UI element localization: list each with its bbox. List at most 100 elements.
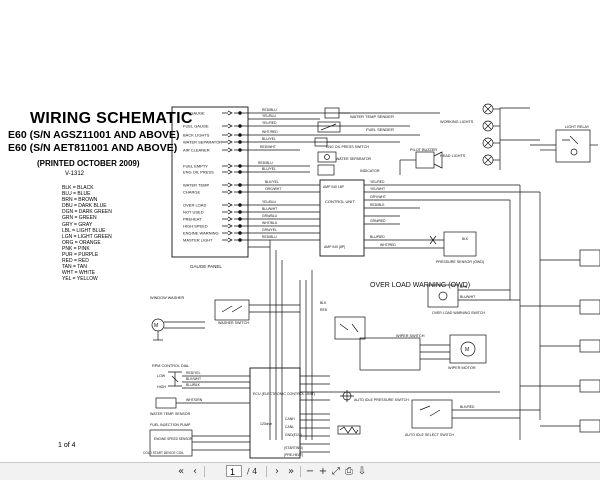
indicator-lamp-icon [222, 223, 248, 229]
wire-color-label: GRN/BLU [262, 214, 278, 218]
wire-color-label: RED/BLK [370, 203, 385, 207]
legend-entry: GRN = GREEN [62, 215, 97, 222]
indicator-lamp-icon [222, 237, 248, 243]
terminal-dot [238, 224, 242, 228]
gauge-panel-item: FUEL EMPTY [183, 164, 208, 169]
auto-idle-pressure-switch-icon [340, 390, 354, 402]
wire-color-label: RED/BLU [262, 235, 277, 239]
wire-color-label: WHT/GRN [186, 398, 203, 402]
gauge-panel-item: PREHEAT [183, 217, 202, 222]
washer-switch-icon [214, 299, 250, 321]
schematic-page: WIRING SCHEMATIC E60 (S/N AGSZ11001 AND … [8, 103, 600, 459]
wire-color-label: YEL/BLU [262, 200, 276, 204]
legend-entry: BLK = BLACK [62, 185, 94, 191]
wiper-switch-icon [334, 316, 366, 340]
lamp-filament [484, 105, 492, 113]
wire-color-label: BLU/RED [370, 235, 385, 239]
legend-entry: LGN = LIGHT GREEN [62, 233, 112, 240]
gauge-panel-item: MASTER LIGHT [183, 238, 213, 243]
wire-color-label: RED/BLU [258, 161, 273, 165]
gauge-bus-lines [248, 112, 440, 248]
fit-page-icon[interactable]: ⤢ [332, 466, 340, 477]
wire-color-label: GRY/WHT [370, 195, 386, 199]
legend-entry: BRN = BROWN [62, 197, 98, 204]
svg-text:CONTROL UNIT: CONTROL UNIT [325, 199, 355, 204]
indicator-lamp-icon [222, 123, 248, 129]
wire-color-label: YEL/RED [370, 180, 385, 184]
rpm-dial-icon [168, 371, 182, 387]
svg-text:HIGH: HIGH [157, 385, 166, 389]
wire-color-label: BLU/YEL [262, 137, 276, 141]
ecu-pins [300, 375, 350, 453]
page-total: / 4 [246, 467, 258, 476]
wire-color-label: YEL/RED [262, 121, 277, 125]
water-temp-sender-icon [324, 107, 350, 119]
wire-color-label: BLK/YEL [265, 180, 279, 184]
wire-color-label: GRN/YEL [262, 228, 277, 232]
zoom-out-button[interactable]: − [305, 466, 315, 477]
wiper-motor-icon: M [449, 334, 487, 364]
terminal-dot [238, 238, 242, 242]
svg-text:OVER LOAD WARNING SWITCH: OVER LOAD WARNING SWITCH [432, 311, 485, 315]
last-page-button[interactable]: » [287, 466, 295, 477]
svg-text:(STARTING): (STARTING) [284, 446, 303, 450]
svg-text:HEAD LIGHTS: HEAD LIGHTS [440, 154, 466, 158]
gauge-panel-item: ENG OIL PRESS [183, 170, 214, 175]
print-icon[interactable]: ⎙ [345, 466, 353, 477]
legend-entry: RED = RED [62, 258, 89, 265]
svg-text:AMP 040 (8P): AMP 040 (8P) [324, 245, 345, 249]
svg-text:LIGHT RELAY: LIGHT RELAY [565, 125, 590, 129]
working-lights [482, 103, 500, 166]
terminal-dot [238, 231, 242, 235]
page-number-input[interactable]: 1 [226, 465, 242, 477]
page-title: WIRING SCHEMATIC [30, 110, 193, 127]
svg-text:AUTO IDLE PRESSURE SWITCH: AUTO IDLE PRESSURE SWITCH [354, 398, 409, 402]
wire-color-label: ORG/WHT [265, 187, 281, 191]
window-washer-icon: M [151, 318, 165, 341]
download-icon[interactable]: ⇩ [357, 466, 367, 477]
wire-color-label: WHT/BLU [262, 221, 278, 225]
svg-text:WATER TEMP SENDER: WATER TEMP SENDER [350, 114, 394, 119]
model-line-2: E60 (S/N AET811001 AND ABOVE) [8, 142, 178, 154]
svg-text:LOW: LOW [157, 374, 166, 378]
svg-text:PILOT BUZZER: PILOT BUZZER [410, 148, 437, 152]
next-page-button[interactable]: › [275, 466, 279, 477]
gauge-panel-item: OVER LOAD [183, 203, 206, 208]
svg-text:CANL: CANL [285, 425, 294, 429]
wire-color-label: BLK [320, 301, 327, 305]
svg-text:WASHER SWITCH: WASHER SWITCH [218, 321, 249, 325]
eng-oil-press-switch-icon [314, 137, 340, 147]
water-separator-icon [317, 151, 337, 163]
svg-text:PRESSURE SENSOR (OWD): PRESSURE SENSOR (OWD) [436, 260, 484, 264]
indicator-lamp-icon [222, 132, 248, 138]
svg-text:120ohm: 120ohm [260, 422, 272, 426]
gauge-panel-item: BACK LIGHTS [183, 133, 210, 138]
printed-date: (PRINTED OCTOBER 2009) [37, 159, 140, 168]
indicator-lamp-icon [222, 216, 248, 222]
svg-text:BLK: BLK [462, 237, 469, 241]
terminal-dot [238, 183, 242, 187]
legend-entry: ORG = ORANGE [62, 239, 101, 246]
auto-idle-select-switch-icon [411, 399, 453, 429]
svg-text:CANH: CANH [285, 417, 295, 421]
first-page-button[interactable]: « [177, 466, 185, 477]
svg-text:WATER SEPARATOR: WATER SEPARATOR [336, 157, 372, 161]
gauge-panel-item: FUEL GAUGE [183, 124, 209, 129]
svg-text:RPM CONTROL DIAL: RPM CONTROL DIAL [152, 364, 189, 368]
svg-text:WIPER MOTOR: WIPER MOTOR [448, 366, 476, 370]
terminal-dot [238, 170, 242, 174]
zoom-in-button[interactable]: + [318, 466, 328, 477]
water-temp-sensor-icon [155, 397, 177, 409]
terminal-dot [238, 140, 242, 144]
wire-color-label: YEL/WHT [370, 187, 385, 191]
prev-page-button[interactable]: ‹ [193, 466, 197, 477]
harness-trunk [269, 240, 313, 440]
wire-color-label: BRN [460, 285, 468, 289]
legend-entry: PUR = PURPLE [62, 252, 99, 259]
legend-entry: GRY = GRAY [62, 221, 93, 228]
svg-text:ENGINE SPEED SENSOR: ENGINE SPEED SENSOR [154, 437, 193, 441]
gauge-panel-box [171, 106, 249, 258]
version-label: V-1312 [65, 171, 85, 177]
gauge-panel-item: WT GAUGE [183, 111, 205, 116]
page-note: 1 of 4 [58, 442, 76, 449]
